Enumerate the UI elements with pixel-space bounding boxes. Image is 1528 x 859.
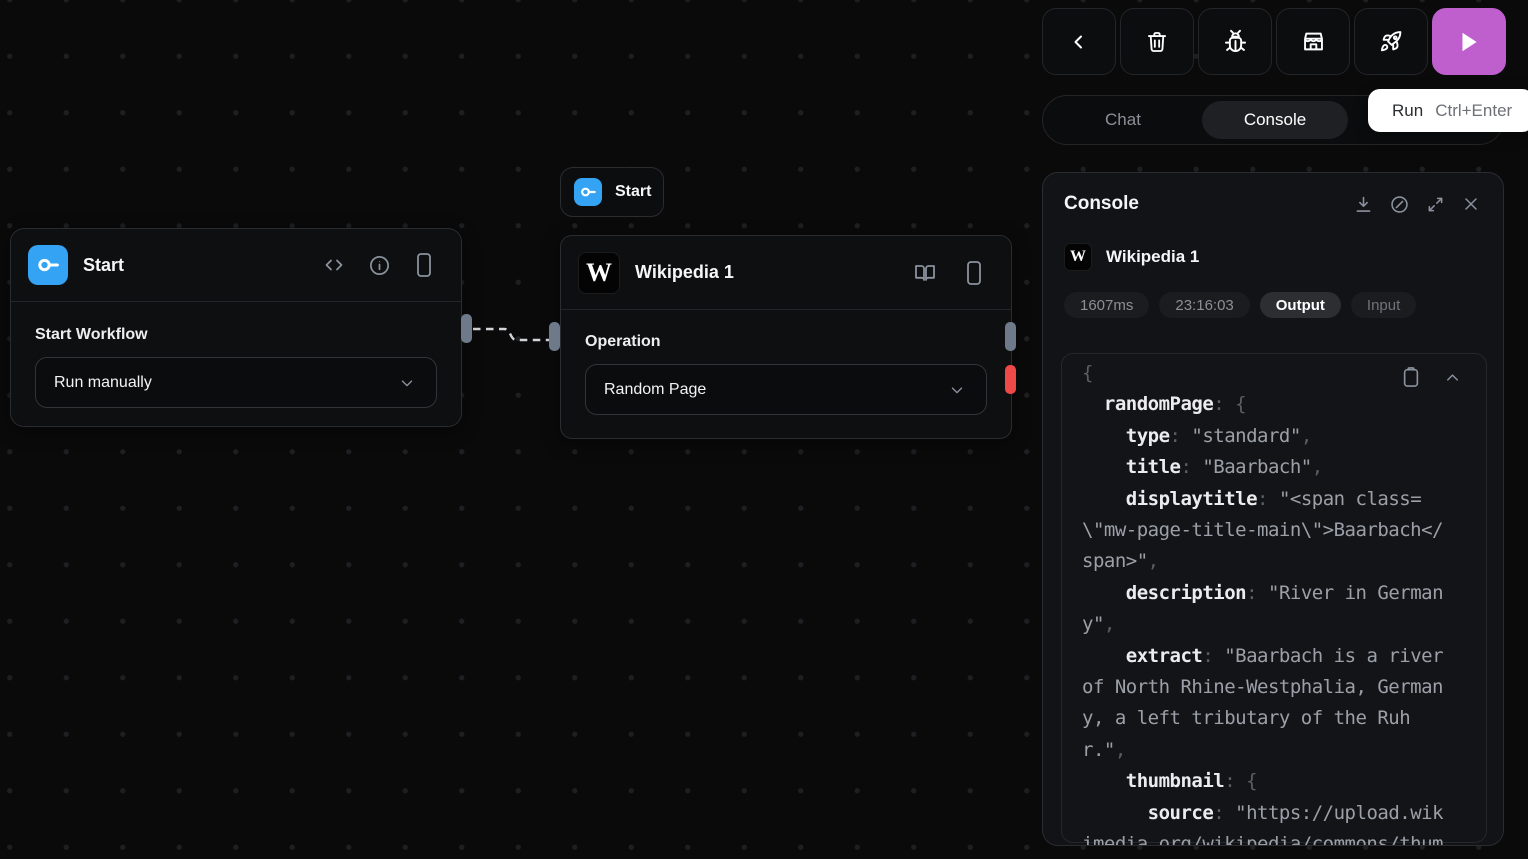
start-node-title: Start: [83, 254, 125, 275]
start-connector-icon: [28, 245, 68, 285]
divider: [561, 309, 1011, 310]
start-output-handle[interactable]: [461, 314, 472, 343]
operation-label: Operation: [585, 333, 661, 350]
operation-dropdown[interactable]: Random Page: [585, 364, 987, 415]
divider: [11, 301, 461, 302]
debug-button[interactable]: [1198, 8, 1272, 75]
start-node[interactable]: Start Start Workflow Run manually: [10, 228, 462, 427]
duration-badge: 1607ms: [1064, 292, 1150, 318]
console-panel-title: Console: [1064, 193, 1139, 214]
start-trigger-value: Run manually: [54, 373, 152, 391]
start-node-header[interactable]: Start: [11, 229, 461, 301]
output-json-block: { randomPage: { type: "standard", title:…: [1061, 353, 1487, 846]
chevron-down-icon: [401, 379, 413, 386]
back-button[interactable]: [1042, 8, 1116, 75]
mini-start-label: Start: [615, 183, 652, 200]
operation-value: Random Page: [604, 380, 707, 398]
start-connector-icon: [574, 178, 602, 206]
clipboard-icon[interactable]: [1401, 366, 1421, 388]
tooltip-action: Run: [1392, 100, 1424, 120]
disable-icon[interactable]: [1389, 194, 1410, 215]
delete-button[interactable]: [1120, 8, 1194, 75]
start-trigger-dropdown[interactable]: Run manually: [35, 357, 437, 408]
tab-console[interactable]: Console: [1202, 101, 1348, 139]
console-panel: Console W Wikipedia 1 1607ms 23:16:03 Ou…: [1042, 172, 1504, 846]
run-tooltip: Run Ctrl+Enter: [1368, 89, 1528, 132]
tab-chat[interactable]: Chat: [1105, 110, 1141, 129]
mobile-icon[interactable]: [963, 260, 985, 286]
wikipedia-logo-icon: W: [1064, 243, 1092, 271]
expand-icon[interactable]: [1425, 194, 1446, 215]
wikipedia-logo-icon: W: [578, 251, 620, 294]
start-workflow-label: Start Workflow: [35, 326, 148, 343]
output-tab[interactable]: Output: [1259, 292, 1341, 318]
chevron-up-icon[interactable]: [1443, 368, 1462, 387]
wikipedia-output-handle[interactable]: [1005, 322, 1016, 351]
tooltip-shortcut: Ctrl+Enter: [1435, 100, 1513, 120]
chevron-down-icon: [951, 386, 963, 393]
play-icon: [1462, 32, 1477, 51]
input-tab[interactable]: Input: [1350, 292, 1417, 318]
wikipedia-node[interactable]: W Wikipedia 1 Operation Random Page: [560, 235, 1012, 439]
deploy-button[interactable]: [1354, 8, 1428, 75]
run-button[interactable]: [1432, 8, 1506, 75]
wikipedia-input-handle[interactable]: [549, 322, 560, 351]
wikipedia-error-handle[interactable]: [1005, 365, 1016, 394]
info-icon[interactable]: [368, 254, 391, 277]
download-icon[interactable]: [1353, 194, 1374, 215]
store-icon: [1303, 32, 1323, 51]
timestamp-badge: 23:16:03: [1159, 292, 1250, 318]
trash-icon: [1147, 31, 1167, 52]
book-open-icon[interactable]: [913, 261, 937, 285]
json-code: { randomPage: { type: "standard", title:…: [1082, 362, 1444, 846]
bug-icon: [1224, 29, 1246, 53]
close-icon[interactable]: [1461, 194, 1481, 214]
edge-start-to-wikipedia[interactable]: [0, 0, 1040, 859]
console-entry-title: Wikipedia 1: [1106, 247, 1200, 266]
rocket-icon: [1380, 31, 1401, 52]
console-entry: W Wikipedia 1: [1064, 243, 1199, 271]
chevron-left-icon: [1074, 35, 1082, 48]
code-icon[interactable]: [322, 253, 346, 277]
mini-start-node[interactable]: Start: [560, 167, 664, 217]
marketplace-button[interactable]: [1276, 8, 1350, 75]
mobile-icon[interactable]: [413, 252, 435, 278]
wikipedia-node-title: Wikipedia 1: [635, 262, 734, 282]
